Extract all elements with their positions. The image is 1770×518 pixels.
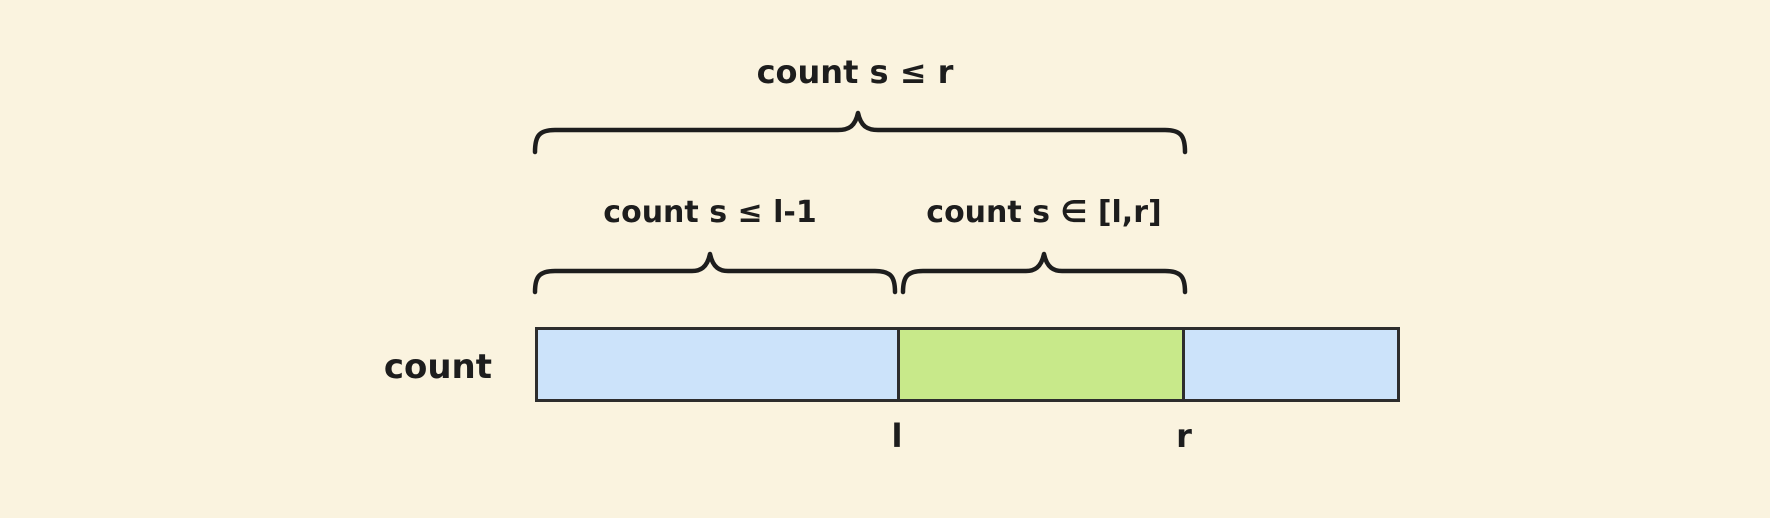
left-brace-label: count s ≤ l-1 bbox=[603, 195, 817, 230]
top-brace bbox=[532, 110, 1188, 155]
left-brace bbox=[532, 251, 898, 295]
bar-segment-count-le-l-minus-1 bbox=[538, 330, 897, 399]
count-bar bbox=[535, 327, 1400, 402]
right-brace bbox=[900, 251, 1188, 295]
right-brace-label: count s ∈ [l,r] bbox=[926, 195, 1162, 230]
count-row-label: count bbox=[383, 347, 492, 387]
bar-segment-count-in-l-r bbox=[897, 330, 1185, 399]
right-boundary-label: r bbox=[1176, 417, 1192, 455]
top-brace-label: count s ≤ r bbox=[756, 53, 954, 91]
bar-segment-after-r bbox=[1185, 330, 1397, 399]
left-boundary-label: l bbox=[891, 417, 903, 455]
